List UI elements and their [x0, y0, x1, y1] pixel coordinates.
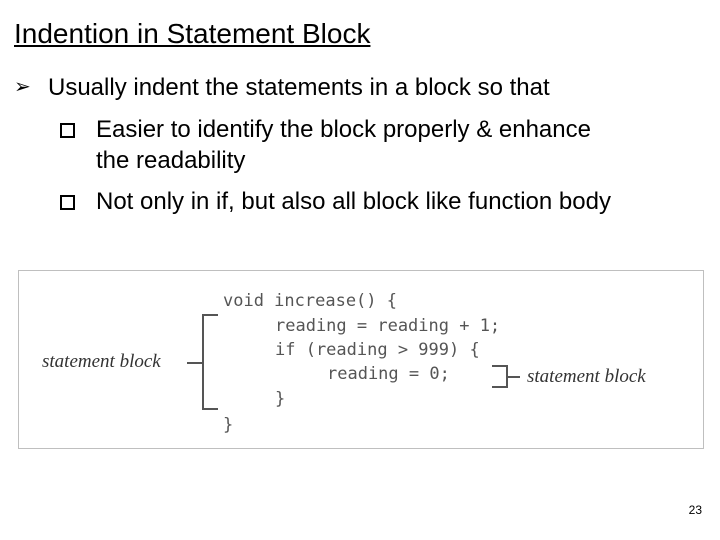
inner-bracket-bottom: [492, 386, 507, 388]
code-line: }: [275, 389, 286, 409]
main-bullet: Usually indent the statements in a block…: [48, 74, 550, 101]
code-line: }: [223, 415, 234, 435]
page-number: 23: [688, 503, 702, 517]
square-bullet-icon: [60, 123, 75, 138]
outer-bracket-connector: [187, 362, 202, 364]
code-line: reading = 0;: [327, 364, 450, 384]
outer-bracket-vertical: [202, 314, 204, 410]
code-line: void increase() {: [223, 291, 397, 311]
code-figure: void increase() { reading = reading + 1;…: [18, 270, 704, 449]
arrow-bullet-icon: ➢: [14, 76, 31, 98]
square-bullet-icon: [60, 195, 75, 210]
right-statement-block-label: statement block: [527, 366, 646, 387]
code-line: reading = reading + 1;: [275, 316, 501, 336]
outer-bracket-top: [202, 314, 218, 316]
sub-bullet-1-line-1: Easier to identify the block properly & …: [96, 116, 591, 143]
left-statement-block-label: statement block: [42, 351, 161, 372]
inner-bracket-top: [492, 365, 507, 367]
outer-bracket-bottom: [202, 408, 218, 410]
inner-bracket-connector: [506, 376, 520, 378]
sub-bullet-2: Not only in if, but also all block like …: [96, 188, 611, 215]
sub-bullet-1-line-2: the readability: [96, 147, 246, 174]
code-line: if (reading > 999) {: [275, 340, 480, 360]
slide-title: Indention in Statement Block: [14, 18, 371, 49]
